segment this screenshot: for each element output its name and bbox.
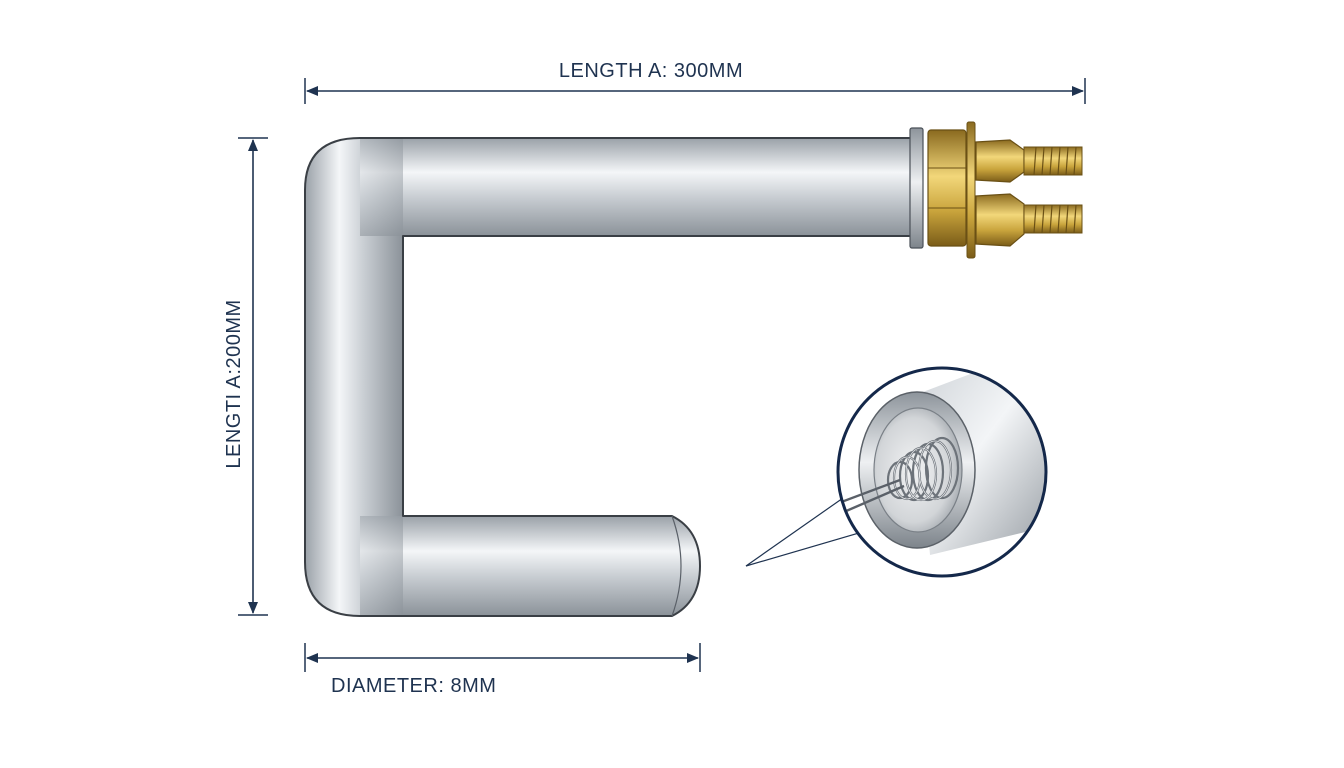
detail-ring bbox=[836, 366, 1048, 578]
flange-washer bbox=[909, 127, 924, 249]
length-top-label: LENGTH A: 300MM bbox=[559, 60, 743, 82]
length-side-label: LENGTI A:200MM bbox=[223, 299, 245, 468]
hex-nut bbox=[927, 129, 967, 247]
terminal-fittings bbox=[909, 121, 1083, 259]
dimension-length-side: LENGTI A:200MM bbox=[223, 137, 268, 616]
dimension-diameter: DIAMETER: 8MM bbox=[304, 643, 701, 697]
terminal-lower bbox=[975, 193, 1083, 247]
tube-top-run bbox=[360, 138, 910, 236]
dimension-length-top: LENGTH A: 300MM bbox=[304, 60, 1086, 104]
heating-tube bbox=[304, 137, 910, 617]
tube-left-run bbox=[305, 190, 403, 562]
terminal-upper bbox=[975, 139, 1083, 183]
cross-section-callout bbox=[745, 366, 1048, 578]
diameter-label: DIAMETER: 8MM bbox=[331, 675, 496, 697]
tube-bottom-run bbox=[360, 516, 672, 616]
